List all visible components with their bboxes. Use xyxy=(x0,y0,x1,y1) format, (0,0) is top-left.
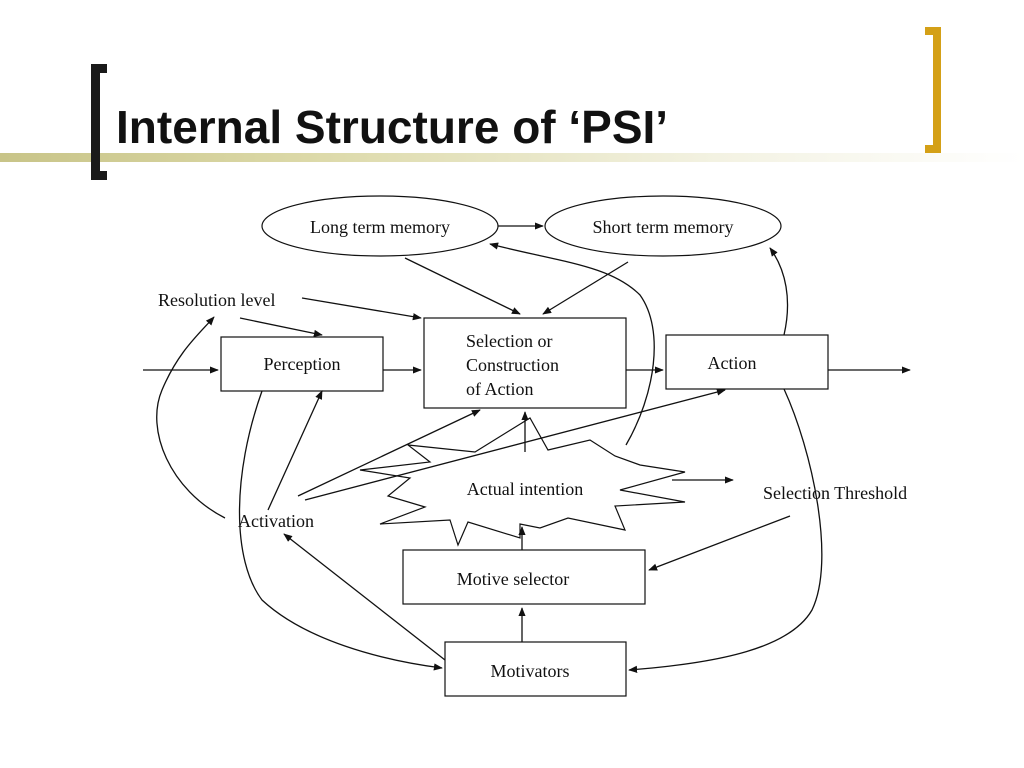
title-underline-bar xyxy=(0,153,1024,162)
resolution-level-label: Resolution level xyxy=(158,290,275,310)
arrow-perception-to-motivators xyxy=(238,390,443,671)
selection-label-line1: Selection or xyxy=(466,331,552,351)
motive-selector-label: Motive selector xyxy=(457,569,569,589)
arrow-threshold-to-motive-selector xyxy=(648,515,791,571)
short-term-memory-node: Short term memory xyxy=(544,195,782,257)
arrow-motivators-to-activation xyxy=(283,533,446,661)
arrow-activation-to-action xyxy=(304,388,726,501)
activation-label: Activation xyxy=(238,511,314,531)
arrow-activation-to-resolution xyxy=(156,316,226,519)
action-label: Action xyxy=(708,353,757,373)
selection-label-line2: Construction xyxy=(466,355,559,375)
arrow-action-to-stm xyxy=(769,247,789,336)
short-term-memory-label: Short term memory xyxy=(593,217,734,237)
arrow-stm-to-selection xyxy=(542,261,629,315)
actual-intention-node: Actual intention xyxy=(359,417,686,547)
arrow-intention-to-ltm xyxy=(489,242,655,446)
selection-threshold-label: Selection Threshold xyxy=(763,483,907,503)
perception-node: Perception xyxy=(220,336,384,392)
selection-construction-node: Selection or Construction of Action xyxy=(423,317,627,409)
arrow-action-to-motivators xyxy=(628,388,823,673)
motivators-node: Motivators xyxy=(444,641,627,697)
right-bracket-decoration xyxy=(925,27,941,153)
motive-selector-node: Motive selector xyxy=(402,549,646,605)
perception-label: Perception xyxy=(264,354,341,374)
arrow-activation-to-perception xyxy=(267,390,323,511)
arrow-resolution-to-selection xyxy=(301,297,422,321)
left-bracket-decoration xyxy=(91,64,107,180)
motivators-label: Motivators xyxy=(491,661,570,681)
actual-intention-label: Actual intention xyxy=(467,479,583,499)
action-node: Action xyxy=(665,334,829,390)
arrow-resolution-to-perception xyxy=(239,317,323,337)
arrow-activation-to-selection xyxy=(297,409,481,497)
selection-label-line3: of Action xyxy=(466,379,534,399)
long-term-memory-node: Long term memory xyxy=(261,195,499,257)
long-term-memory-label: Long term memory xyxy=(310,217,450,237)
slide-title: Internal Structure of ‘PSI’ xyxy=(116,101,669,153)
arrow-ltm-to-selection xyxy=(404,257,521,315)
